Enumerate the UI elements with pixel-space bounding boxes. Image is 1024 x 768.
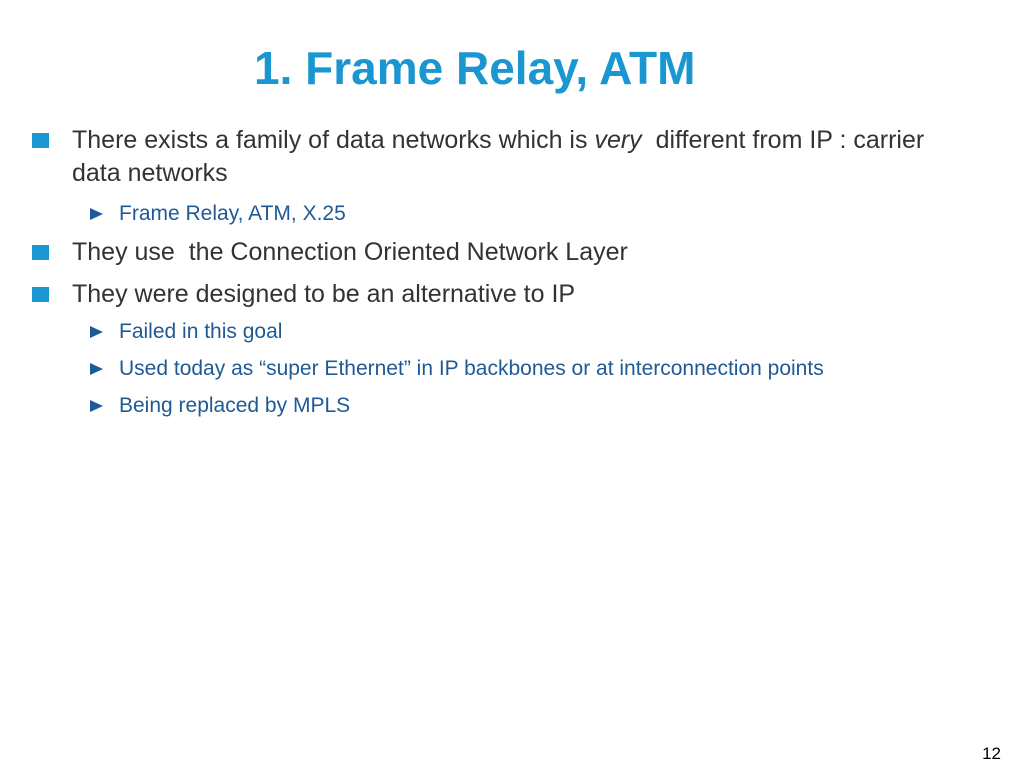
bullet-text-1: There exists a family of data networks w…	[72, 124, 972, 190]
sub-bullet-text-3-3: Being replaced by MPLS	[119, 394, 351, 417]
sub-bullet-text-1-1: Frame Relay, ATM, X.25	[119, 202, 346, 225]
bullet-text-1-part-1: There exists a family of data networks w…	[72, 126, 595, 154]
square-bullet-icon	[32, 133, 49, 148]
page-number: 12	[982, 744, 1001, 763]
slide-title: 1. Frame Relay, ATM	[254, 42, 696, 94]
triangle-arrow-bullet-icon	[90, 208, 103, 220]
square-bullet-icon	[32, 287, 49, 302]
bullet-text-2: They use the Connection Oriented Network…	[72, 238, 628, 266]
triangle-arrow-bullet-icon	[90, 326, 103, 338]
bullet-text-1-part-2: different from IP : carrier data network…	[72, 126, 932, 187]
square-bullet-icon	[32, 245, 49, 260]
bullet-text-3: They were designed to be an alternative …	[72, 280, 576, 308]
bullet-text-1-emphasis: very	[594, 126, 642, 154]
sub-bullet-text-3-2: Used today as “super Ethernet” in IP bac…	[119, 357, 824, 380]
sub-bullet-text-3-1: Failed in this goal	[119, 320, 283, 343]
triangle-arrow-bullet-icon	[90, 363, 103, 375]
triangle-arrow-bullet-icon	[90, 400, 103, 412]
